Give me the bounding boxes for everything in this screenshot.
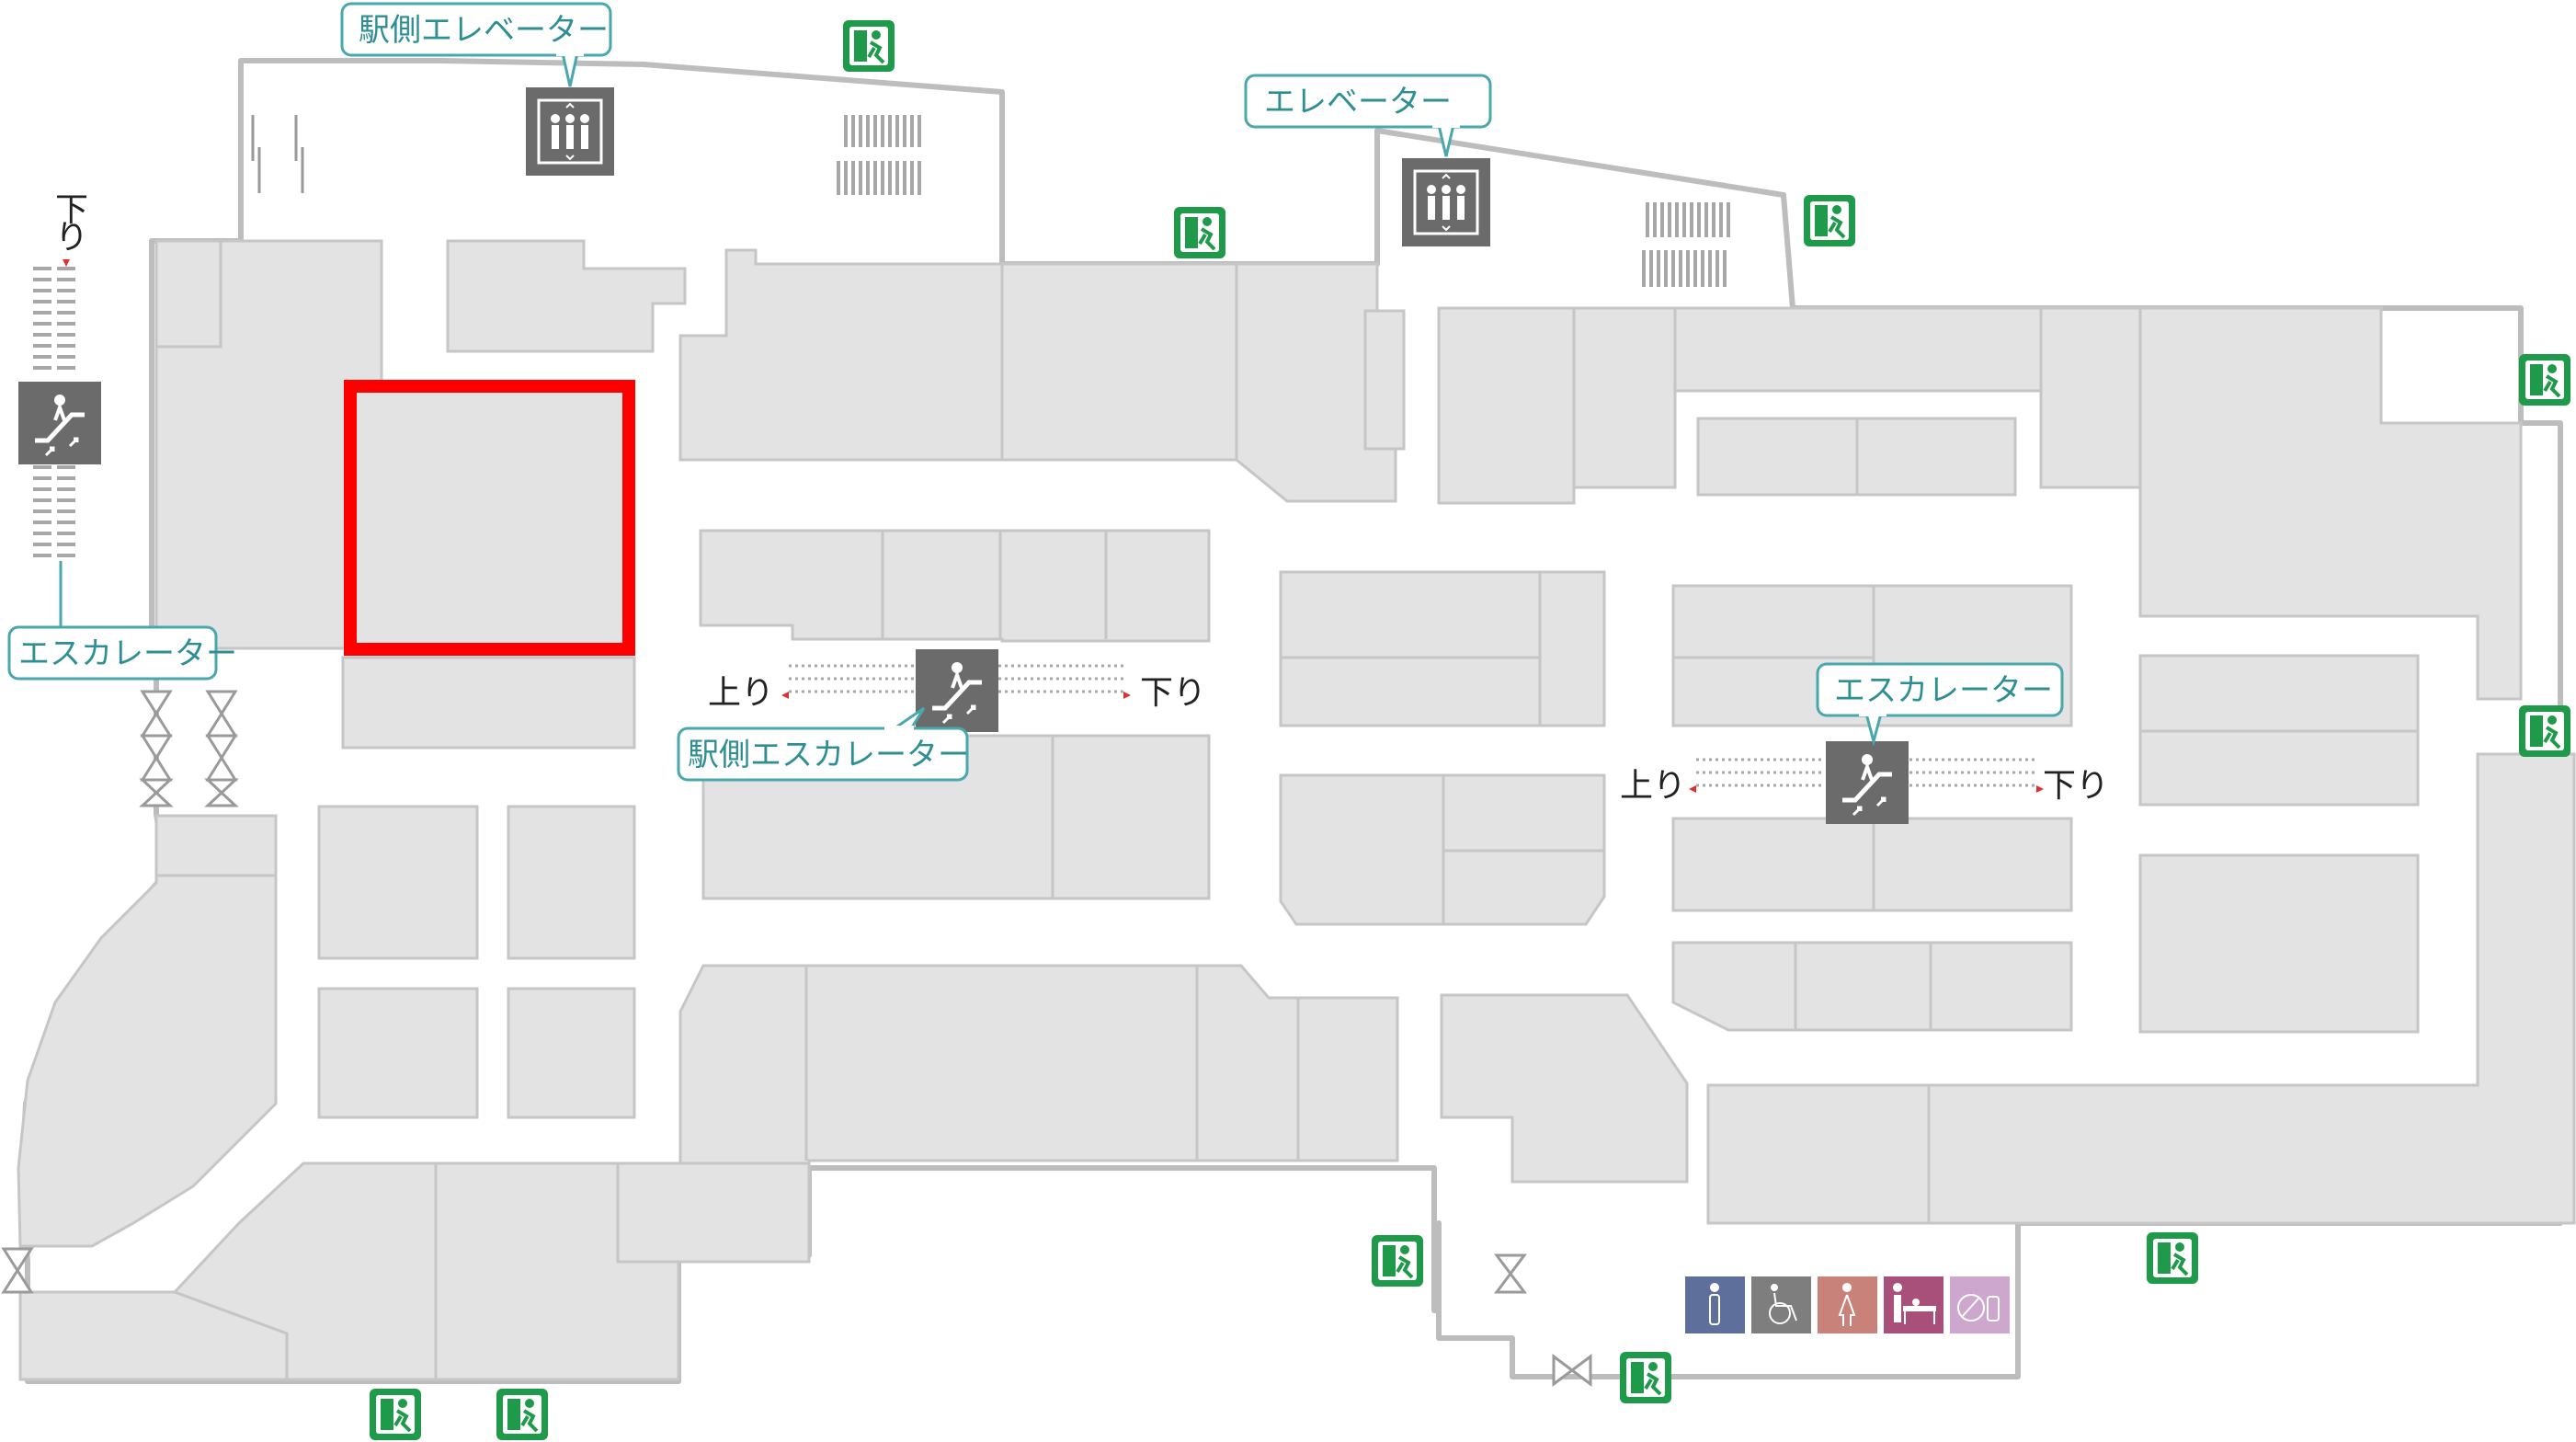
shop (507, 987, 636, 1119)
shop (346, 383, 633, 651)
toilet-men-icon[interactable] (1685, 1276, 1745, 1333)
callout-escalator-station: 駅側エスカレーター (677, 706, 969, 782)
shop (678, 964, 1399, 1165)
accessible-toilet-icon[interactable] (1751, 1276, 1811, 1333)
shop (2039, 306, 2142, 489)
stairs (837, 115, 1730, 287)
shop (678, 248, 1004, 462)
shop (699, 529, 1211, 643)
shop (17, 814, 278, 1248)
escalator-right-up-label: 上り (1620, 767, 1686, 805)
shop (1279, 570, 1606, 727)
emergency-exit-icon (495, 1387, 550, 1442)
escalator-icon (1826, 741, 1909, 824)
emergency-exit-icon (1172, 205, 1227, 260)
toilet-women-icon[interactable] (1818, 1276, 1877, 1333)
shop (1671, 941, 2073, 1032)
nursing-room-icon[interactable] (1950, 1276, 2010, 1333)
callout-elevator-label: エレベーター (1264, 84, 1452, 120)
callout-escalator-left: エスカレーター (7, 561, 237, 681)
escalator-right[interactable]: 上り 下り (1620, 741, 2109, 824)
callout-station-elevator-label: 駅側エレベーター (359, 12, 609, 49)
shop (616, 1162, 811, 1264)
facility-icons (1685, 1276, 2010, 1333)
escalator-left[interactable]: 下り (18, 191, 101, 557)
callout-elevator: エレベーター (1244, 74, 1492, 157)
escalator-station[interactable]: 上り 下り (708, 649, 1206, 732)
shop (507, 805, 636, 960)
shop (154, 239, 222, 349)
shop (341, 656, 636, 750)
emergency-exit-icon (2517, 704, 2572, 759)
emergency-exit-icon (1618, 1350, 1673, 1405)
callout-escalator-station-label: 駅側エスカレーター (688, 737, 969, 773)
shop (1000, 262, 1238, 462)
escalator-icon (916, 649, 998, 732)
elevator-icon[interactable] (1400, 156, 1492, 248)
shop (317, 805, 479, 960)
escalator-icon (18, 382, 101, 464)
shop (1572, 306, 1677, 489)
escalator-station-up-label: 上り (708, 674, 774, 712)
escalator-left-down-label: 下り (55, 191, 88, 257)
emergency-exit-icon (841, 18, 896, 74)
shop-blocks (17, 239, 2576, 1381)
shop (1440, 993, 1689, 1184)
shop (1706, 752, 2576, 1225)
shop (18, 1290, 289, 1381)
callout-station-elevator: 駅側エレベーター (340, 2, 612, 87)
shop (1363, 309, 1406, 451)
shop (1673, 306, 2043, 393)
callout-escalator-right: エスカレーター (1816, 662, 2064, 747)
emergency-exit-icon (2145, 1230, 2200, 1286)
highlighted-store-frame[interactable] (344, 380, 635, 656)
diaper-changing-icon[interactable] (1884, 1276, 1943, 1333)
shop (154, 814, 278, 877)
emergency-exit-icon (1370, 1233, 1425, 1288)
shop (2138, 853, 2420, 1034)
shop (2138, 306, 2523, 701)
escalator-right-down-label: 下り (2043, 767, 2109, 805)
emergency-exit-icon (368, 1387, 423, 1442)
shop (317, 987, 479, 1119)
callout-escalator-right-label: エスカレーター (1834, 672, 2053, 709)
emergency-exit-icon (2517, 352, 2572, 407)
emergency-exit-icon (1802, 193, 1857, 248)
escalator-station-down-label: 下り (1140, 674, 1206, 712)
entrance-doors (1, 690, 1592, 1387)
shop (446, 239, 687, 353)
entrance-doors (251, 115, 304, 193)
callout-escalator-left-label: エスカレーター (18, 635, 237, 672)
shop (1437, 306, 1576, 505)
station-elevator-icon[interactable] (524, 86, 616, 177)
